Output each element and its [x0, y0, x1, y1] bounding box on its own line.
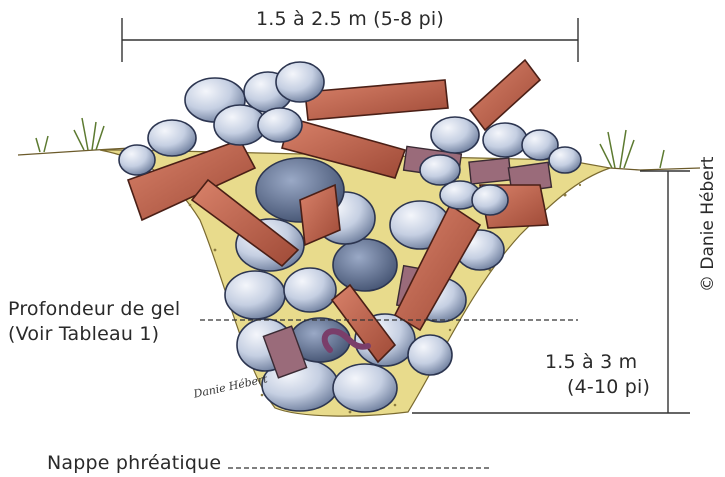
width-dimension-label: 1.5 à 2.5 m (5-8 pi) [256, 8, 444, 31]
frost-depth-note: (Voir Tableau 1) [8, 323, 159, 346]
depth-dimension-label: 1.5 à 3 m [545, 351, 637, 374]
frost-depth-label: Profondeur de gel [8, 298, 180, 321]
grass-left [36, 118, 104, 152]
copyright-credit: © Danie Hébert [698, 157, 718, 292]
grass-right [600, 130, 664, 168]
water-table-label: Nappe phréatique [47, 452, 221, 475]
depth-dimension-imperial: (4-10 pi) [567, 376, 650, 399]
